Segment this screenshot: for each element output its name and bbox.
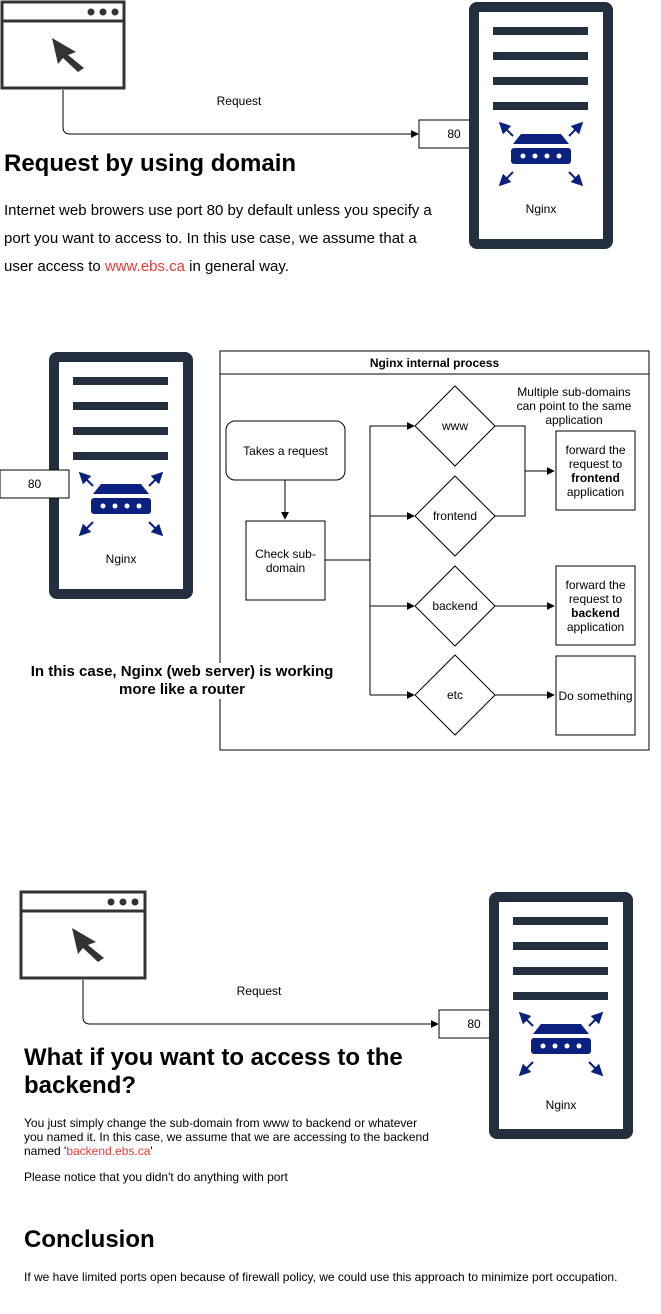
do-something-box: [555, 655, 636, 736]
backend-paragraph: You just simply change the sub-domain fr…: [24, 1116, 434, 1158]
port-box-middle: [0, 469, 70, 499]
router-icon: [498, 121, 584, 187]
nginx-server-icon-bottom: [489, 892, 633, 1139]
diamond-label-etc: etc: [446, 688, 463, 702]
domain-link[interactable]: www.ebs.ca: [104, 258, 185, 275]
request-label: Request: [216, 94, 262, 108]
diamond-www: [414, 385, 496, 467]
diamond-frontend: [414, 475, 496, 557]
frontend-app-line3: application: [566, 485, 625, 499]
nginx-server-icon-middle: [49, 352, 193, 599]
backend-link[interactable]: backend.ebs.ca: [66, 1144, 151, 1158]
intro-text-end: in general way.: [184, 258, 289, 275]
server-label: Nginx: [525, 202, 557, 216]
check-subdomain-label: Check sub-domain: [255, 546, 316, 575]
diamond-label-www: www: [442, 419, 468, 433]
intro-text: Internet web browers use port 80 by defa…: [4, 202, 432, 275]
backend-text: You just simply change the sub-domain fr…: [24, 1116, 429, 1158]
port-label: 80: [467, 1017, 481, 1031]
port-label: 80: [447, 127, 461, 141]
frontend-app-bold: frontend: [571, 471, 620, 485]
diamond-etc: [414, 654, 496, 736]
nginx-server-icon-top: [469, 2, 613, 249]
process-title: Nginx internal process: [369, 356, 500, 370]
backend-app-box: [555, 565, 636, 646]
server-label: Nginx: [105, 552, 137, 566]
diamond-label-backend: backend: [432, 599, 478, 613]
server-label: Nginx: [545, 1098, 577, 1112]
backend-app-line3: application: [566, 620, 625, 634]
takes-request-label: Takes a request: [243, 443, 328, 458]
port-label: 80: [27, 477, 42, 491]
section-heading: Request by using domain: [4, 150, 297, 177]
diamond-backend: [414, 565, 496, 647]
router-note: In this case, Nginx (web server) is work…: [22, 663, 342, 699]
diamond-label-frontend: frontend: [432, 509, 478, 523]
intro-paragraph: Internet web browers use port 80 by defa…: [4, 197, 449, 281]
port-notice: Please notice that you didn't do anythin…: [24, 1170, 288, 1184]
do-something-label: Do something: [558, 688, 633, 703]
multi-subdomain-note: Multiple sub-domains can point to the sa…: [516, 385, 632, 427]
backend-text-end: ': [150, 1144, 153, 1158]
frontend-app-box: [555, 430, 636, 511]
router-icon: [518, 1011, 604, 1077]
request-arrow-top: [62, 90, 419, 138]
request-label: Request: [236, 984, 282, 998]
frontend-app-line1: forward the request to: [565, 443, 626, 471]
browser-icon-bottom: [19, 890, 147, 980]
conclusion-heading: Conclusion: [24, 1226, 155, 1253]
section-heading: What if you want to access to the backen…: [24, 1044, 403, 1099]
router-icon: [78, 471, 164, 537]
browser-icon-top: [0, 0, 126, 90]
conclusion-text: If we have limited ports open because of…: [24, 1270, 618, 1284]
backend-app-line1: forward the request to: [565, 578, 626, 606]
request-arrow-bottom: [82, 980, 439, 1028]
branch-connectors: [325, 422, 555, 699]
backend-app-bold: backend: [571, 606, 620, 620]
